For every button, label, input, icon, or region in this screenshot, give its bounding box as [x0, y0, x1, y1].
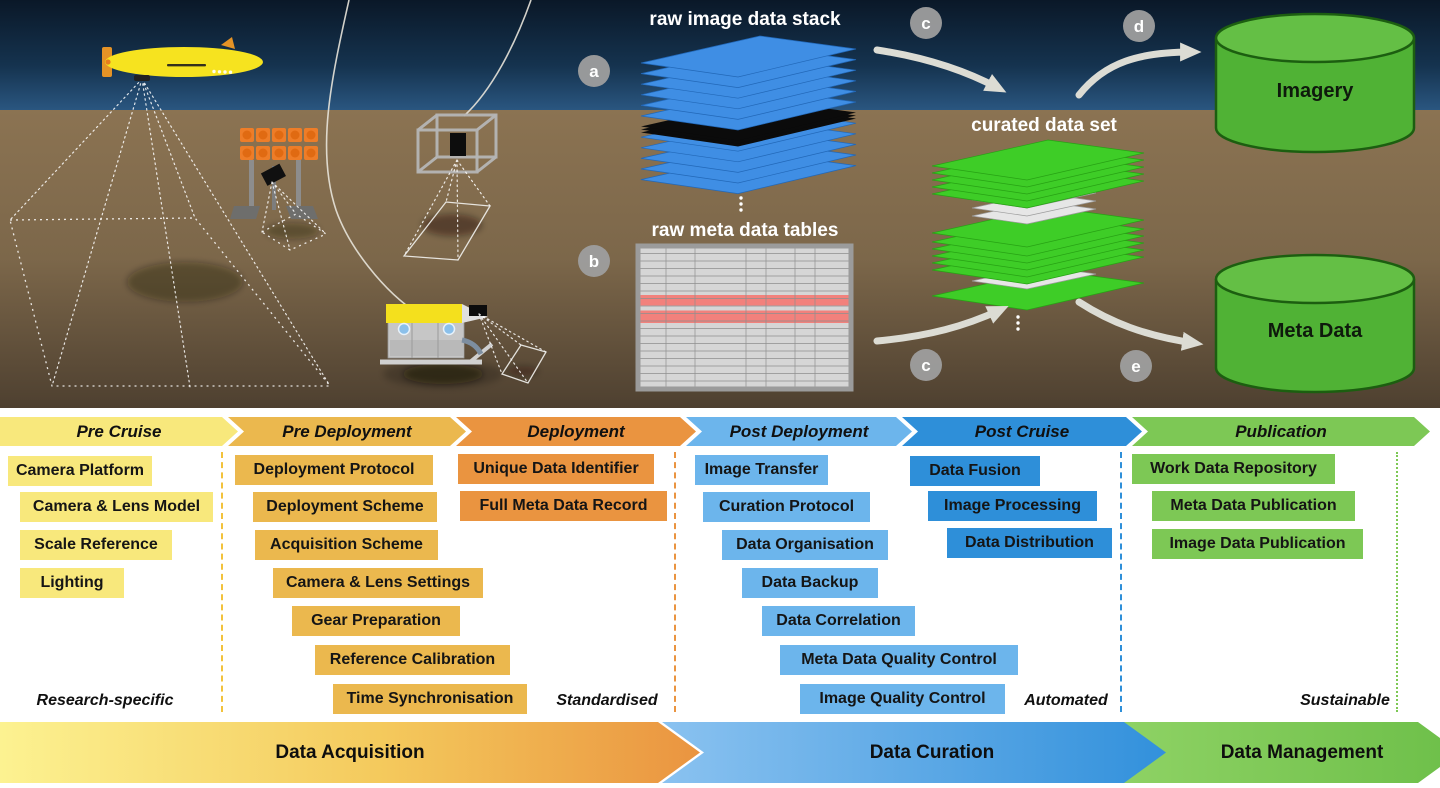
flow-arrows: [873, 42, 1204, 351]
lamp-array: [240, 128, 318, 160]
task-data-distribution: Data Distribution: [947, 528, 1112, 558]
marker-c-bottom-circle: [910, 349, 942, 381]
rov-camera-icon: [469, 305, 487, 316]
lamp-platform-illustration: [230, 128, 328, 251]
task-scale-reference: Scale Reference: [20, 530, 172, 560]
phase-pre-deployment: Pre Deployment: [228, 417, 466, 446]
task-data-fusion: Data Fusion: [910, 456, 1040, 486]
marker-c-top-circle: [910, 7, 942, 39]
auv-camera-footprint: [9, 78, 332, 388]
footer-research-specific: Research-specific: [36, 692, 174, 709]
marker-b-circle: [578, 245, 610, 277]
phase-post-cruise: Post Cruise: [902, 417, 1142, 446]
phase-pre-cruise: Pre Cruise: [0, 417, 238, 446]
step-markers: a b c d c e: [578, 7, 1155, 382]
process-arrow-data-acquisition: Data Acquisition: [0, 722, 700, 783]
marker-c-bottom-label: c: [921, 356, 930, 375]
task-reference-calibration: Reference Calibration: [315, 645, 510, 675]
marker-d-circle: [1123, 10, 1155, 42]
arrow-e: [1075, 298, 1204, 351]
stack-ellipsis: [739, 196, 743, 212]
task-work-data-repository: Work Data Repository: [1132, 454, 1335, 484]
marker-e-label: e: [1131, 357, 1140, 376]
separator-deployment: [674, 452, 676, 712]
task-meta-data-quality-control: Meta Data Quality Control: [780, 645, 1018, 675]
task-time-synchronisation: Time Synchronisation: [333, 684, 527, 714]
towed-camera-frame-illustration: [402, 113, 498, 261]
arrow-c-bottom: [873, 306, 1009, 345]
arrow-c-top: [873, 46, 1007, 93]
raw-image-stack: [640, 35, 857, 212]
marker-a-label: a: [589, 62, 599, 81]
auv-propeller-dots: [212, 69, 233, 74]
task-gear-preparation: Gear Preparation: [292, 606, 460, 636]
task-image-processing: Image Processing: [928, 491, 1097, 521]
marker-b-label: b: [589, 252, 599, 271]
task-lighting: Lighting: [20, 568, 124, 598]
process-arrow-data-curation: Data Curation: [662, 722, 1182, 783]
footer-automated: Automated: [1024, 692, 1108, 709]
phase-publication: Publication: [1132, 417, 1430, 446]
metadata-database-label: Meta Data: [1268, 320, 1363, 342]
process-arrow-data-management: Data Management: [1124, 722, 1440, 783]
task-data-backup: Data Backup: [742, 568, 878, 598]
curated-stack-label: curated data set: [971, 115, 1117, 136]
task-full-meta-data-record: Full Meta Data Record: [460, 491, 667, 521]
phase-deployment: Deployment: [456, 417, 696, 446]
curated-stack: [931, 139, 1145, 331]
metadata-database-icon: Meta Data: [1214, 253, 1416, 394]
footer-sustainable: Sustainable: [1300, 692, 1390, 709]
imagery-database-label: Imagery: [1277, 80, 1355, 102]
platform-camera-icon: [260, 163, 286, 186]
marker-e-circle: [1120, 350, 1152, 382]
footer-standardised: Standardised: [556, 692, 658, 709]
raw-meta-table-label: raw meta data tables: [652, 220, 839, 241]
task-meta-data-publication: Meta Data Publication: [1152, 491, 1355, 521]
task-data-correlation: Data Correlation: [762, 606, 915, 636]
curated-stack-ellipsis: [1016, 315, 1020, 331]
task-image-data-publication: Image Data Publication: [1152, 529, 1363, 559]
imagery-database-icon: Imagery: [1214, 12, 1416, 154]
task-camera-lens-model: Camera & Lens Model: [20, 492, 213, 522]
task-camera-lens-settings: Camera & Lens Settings: [273, 568, 483, 598]
tow-cables: [325, 0, 532, 306]
task-image-transfer: Image Transfer: [695, 455, 828, 485]
arrow-d: [1075, 42, 1202, 99]
phase-post-deployment: Post Deployment: [686, 417, 912, 446]
marker-a-circle: [578, 55, 610, 87]
rov-illustration: [380, 304, 547, 384]
task-camera-platform: Camera Platform: [8, 456, 152, 486]
task-unique-data-identifier: Unique Data Identifier: [458, 454, 654, 484]
separator-pre-cruise: [221, 452, 223, 712]
task-deployment-protocol: Deployment Protocol: [235, 455, 433, 485]
marker-c-top-label: c: [921, 14, 930, 33]
raw-meta-table: [635, 243, 854, 392]
auv-illustration: [102, 37, 263, 81]
task-curation-protocol: Curation Protocol: [703, 492, 870, 522]
raw-image-stack-label: raw image data stack: [649, 9, 841, 30]
task-image-quality-control: Image Quality Control: [800, 684, 1005, 714]
frame-camera-icon: [450, 133, 466, 156]
marker-d-label: d: [1134, 17, 1144, 36]
separator-post-cruise: [1120, 452, 1122, 712]
task-acquisition-scheme: Acquisition Scheme: [255, 530, 438, 560]
underwater-scene: raw image data stack raw meta data table…: [0, 0, 1440, 408]
seafloor-shadows: [127, 214, 539, 388]
separator-publication: [1396, 452, 1398, 712]
task-deployment-scheme: Deployment Scheme: [253, 492, 437, 522]
task-data-organisation: Data Organisation: [722, 530, 888, 560]
